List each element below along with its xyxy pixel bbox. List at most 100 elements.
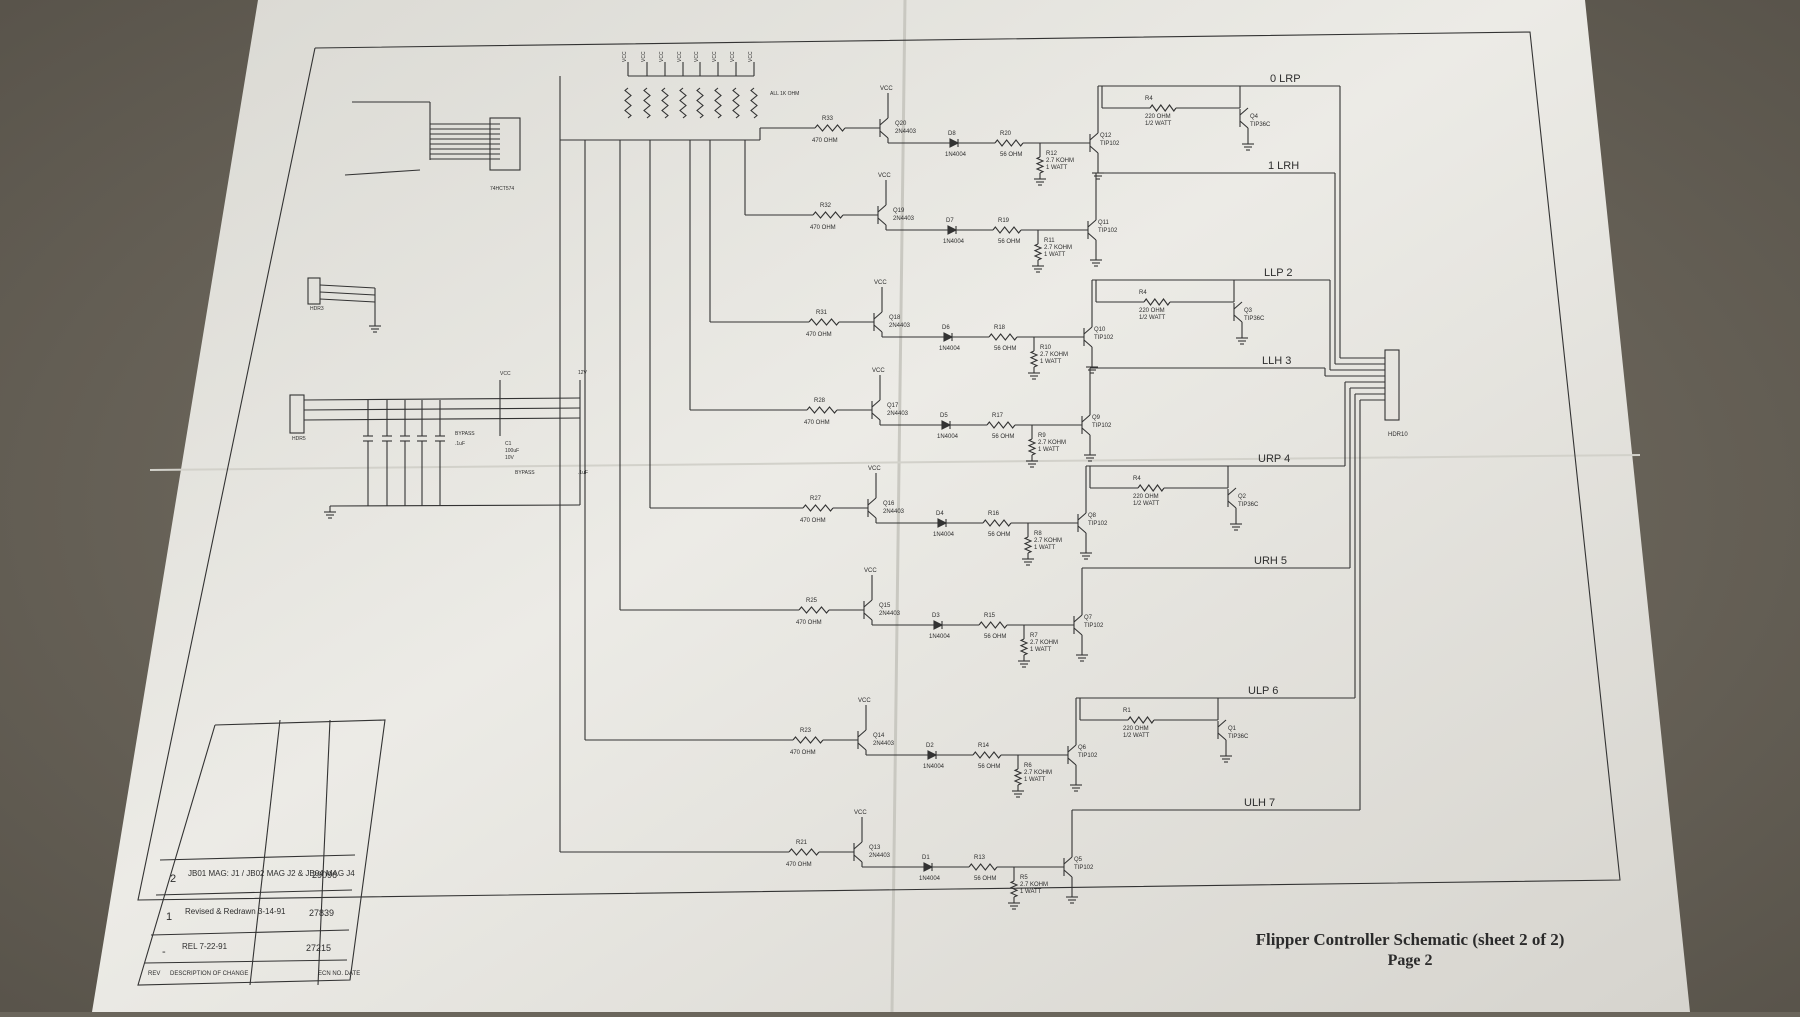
bypass-label-2: BYPASS: [515, 470, 535, 476]
pulldown-ref: R7: [1030, 633, 1038, 639]
base-res-value: 470 OHM: [786, 862, 812, 868]
power-transistor: [1083, 326, 1093, 335]
power-q-ref: Q6: [1078, 745, 1087, 751]
pullup-vcc-label: VCC: [748, 51, 754, 62]
series-res-ref: R13: [974, 855, 986, 861]
pullup-vcc-label: VCC: [622, 51, 628, 62]
hold-res-watt: 1/2 WATT: [1139, 315, 1166, 321]
driver-q-ref: Q18: [889, 315, 901, 321]
driver-vcc-label: VCC: [878, 173, 891, 179]
power-q-value: TIP102: [1098, 228, 1118, 234]
pullup-vcc-label: VCC: [694, 51, 700, 62]
power-q-value: TIP102: [1074, 865, 1094, 871]
power-q-ref: Q10: [1094, 327, 1106, 333]
pulldown-ref: R5: [1020, 875, 1028, 881]
diode-ref: D1: [922, 855, 930, 861]
pullup-resistor: [696, 87, 704, 119]
pulldown-resistor: [1019, 638, 1029, 656]
pulldown-value: 2.7 KOHM: [1046, 158, 1074, 164]
driver-transistor: [863, 599, 873, 608]
power-transistor: [1063, 869, 1073, 878]
driver-transistor: [867, 497, 877, 506]
series-res-value: 56 OHM: [998, 239, 1020, 245]
coil-label: LLH 3: [1262, 355, 1291, 367]
pullup-vcc-label: VCC: [730, 51, 736, 62]
driver-q-ref: Q19: [893, 208, 905, 214]
power-transistor: [1089, 132, 1099, 141]
hold-transistor: [1217, 732, 1227, 741]
diode-value: 1N4004: [945, 152, 967, 158]
driver-transistor: [857, 729, 867, 738]
header-small: [307, 277, 321, 305]
series-resistor: [994, 139, 1024, 147]
diode-ref: D2: [926, 743, 934, 749]
hold-q-ref: Q3: [1244, 308, 1253, 314]
driver-q-ref: Q14: [873, 733, 885, 739]
series-res-value: 56 OHM: [992, 434, 1014, 440]
power-transistor: [1087, 219, 1097, 228]
hold-q-value: TIP36C: [1238, 502, 1259, 508]
caption-page: Page 2: [1387, 952, 1433, 969]
driver-q-ref: Q17: [887, 403, 899, 409]
driver-vcc-label: VCC: [868, 466, 881, 472]
pullup-note: ALL 1K OHM: [770, 91, 799, 97]
diode-ref: D5: [940, 413, 948, 419]
base-res-value: 470 OHM: [796, 620, 822, 626]
pulldown-resistor: [1023, 536, 1033, 554]
series-res-value: 56 OHM: [978, 764, 1000, 770]
revision-header-eco: ECN NO. DATE: [318, 971, 360, 977]
power-q-ref: Q9: [1092, 415, 1101, 421]
hold-resistor: [1127, 716, 1155, 724]
driver-q-value: 2N4403: [883, 509, 905, 515]
revision-number: -: [162, 946, 166, 958]
base-res-ref: R28: [814, 398, 826, 404]
cap-12v-label: 12V: [578, 370, 588, 376]
pullup-resistor: [750, 87, 758, 119]
diode: [949, 138, 960, 148]
driver-vcc-label: VCC: [880, 86, 893, 92]
schematic-caption: Flipper Controller Schematic (sheet 2 of…: [1190, 930, 1630, 970]
hdr-wire: [319, 291, 376, 296]
diode-value: 1N4004: [923, 764, 945, 770]
revision-row: [150, 929, 350, 936]
revision-eco: 27839: [309, 908, 334, 918]
paper-fold-vertical: [890, 0, 907, 1013]
pullup-vcc-label: VCC: [641, 51, 647, 62]
diode-ref: D6: [942, 325, 950, 331]
diode-value: 1N4004: [933, 532, 955, 538]
series-resistor: [992, 226, 1022, 234]
diode-value: 1N4004: [929, 634, 951, 640]
pulldown-ref: R12: [1046, 151, 1058, 157]
hold-res-value: 220 OHM: [1123, 726, 1149, 732]
diode-value: 1N4004: [939, 346, 961, 352]
hold-q-ref: Q1: [1228, 726, 1237, 732]
driver-transistor: [853, 854, 863, 863]
base-res-value: 470 OHM: [790, 750, 816, 756]
power-rail: [303, 407, 581, 411]
pullup-resistor: [624, 87, 632, 119]
pulldown-ref: R8: [1034, 531, 1042, 537]
base-res-ref: R32: [820, 203, 832, 209]
power-transistor: [1063, 856, 1073, 865]
output-header: [1384, 349, 1400, 421]
driver-q-ref: Q13: [869, 845, 881, 851]
power-transistor: [1073, 614, 1083, 623]
revision-eco: 29096: [312, 870, 337, 880]
driver-transistor: [873, 311, 883, 320]
driver-vcc-label: VCC: [872, 368, 885, 374]
revision-header-desc: DESCRIPTION OF CHANGE: [170, 971, 248, 977]
base-res-value: 470 OHM: [804, 420, 830, 426]
revision-row: [159, 854, 356, 861]
header-power-label: HDR5: [292, 436, 306, 442]
hold-res-value: 220 OHM: [1133, 494, 1159, 500]
power-q-value: TIP102: [1094, 335, 1114, 341]
power-transistor: [1083, 339, 1093, 348]
driver-transistor: [879, 130, 889, 139]
pullup-resistor: [643, 87, 651, 119]
driver-q-value: 2N4403: [895, 129, 917, 135]
series-res-ref: R15: [984, 613, 996, 619]
hold-transistor: [1233, 314, 1243, 323]
pulldown-watt: 1 WATT: [1024, 777, 1046, 783]
driver-q-ref: Q16: [883, 501, 895, 507]
